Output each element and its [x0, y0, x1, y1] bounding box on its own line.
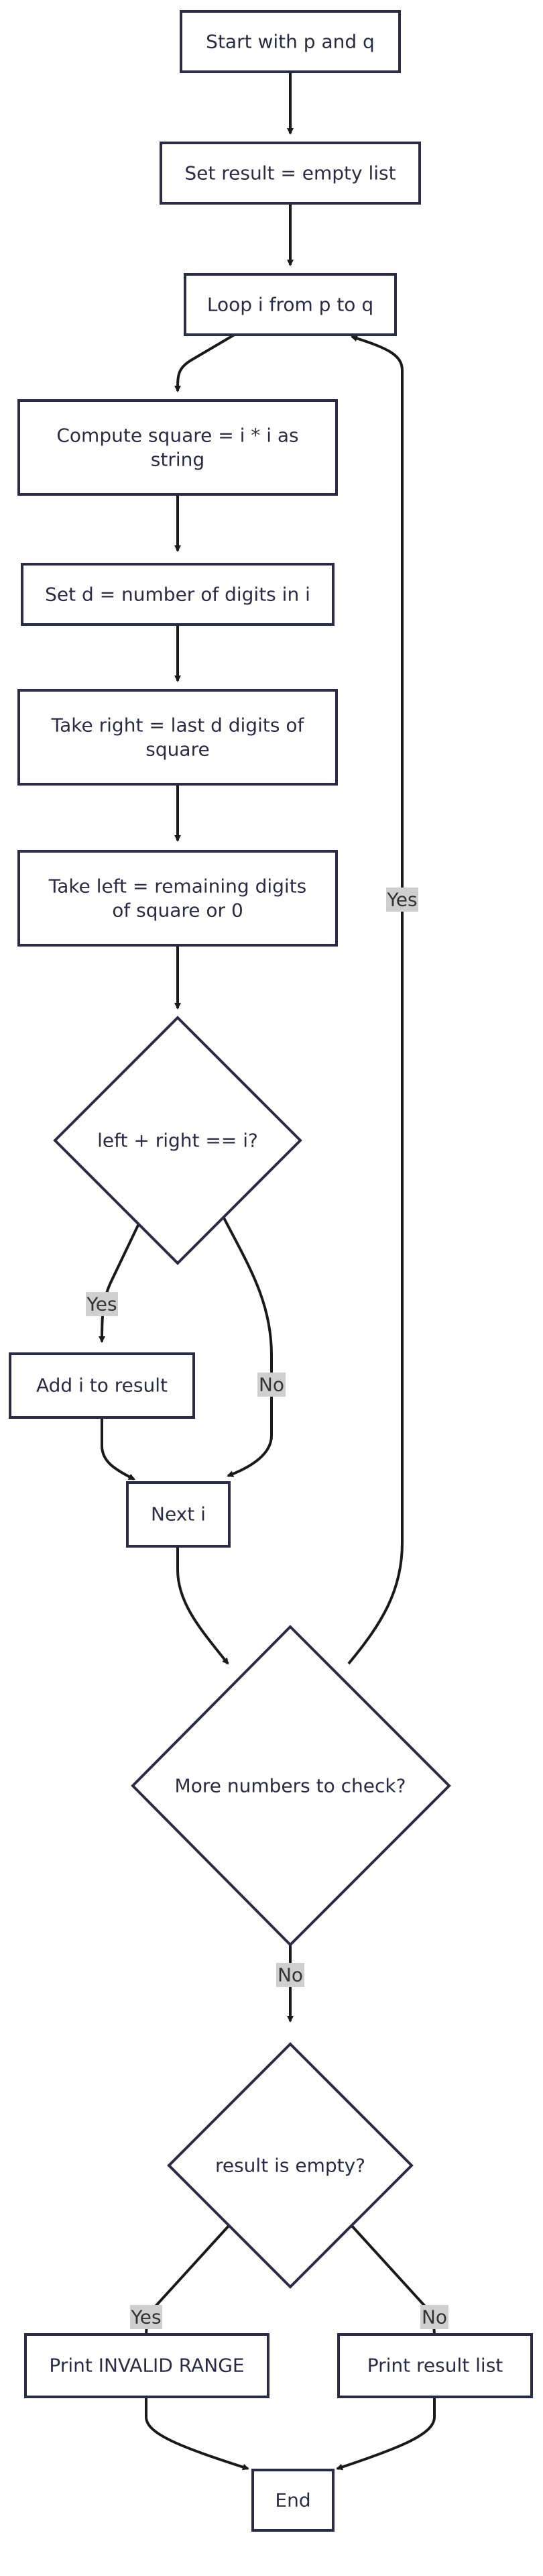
- node-text-line: Set d = number of digits in i: [45, 584, 310, 606]
- edge-label-empty-yes-text: Yes: [130, 2306, 161, 2328]
- node-text-line: Set result = empty list: [184, 162, 396, 184]
- node-text-line: of square or 0: [112, 900, 243, 922]
- node-text-line: Loop i from p to q: [207, 294, 373, 316]
- node-print-list: Print result list: [337, 2333, 533, 2398]
- node-text-line: End: [275, 2489, 310, 2512]
- edge-labels: Yes No Yes No Yes No: [86, 888, 448, 2329]
- node-text-line: result is empty?: [215, 2155, 365, 2177]
- edge-check-yes-to-add: [99, 1219, 142, 1343]
- node-end-text: End: [275, 2489, 310, 2512]
- node-text-line: Start with p and q: [206, 31, 375, 53]
- node-kaprekar-check: left + right == i?: [53, 1016, 302, 1265]
- node-empty-check-text: result is empty?: [215, 2155, 365, 2177]
- node-set-d-text: Set d = number of digits in i: [45, 584, 310, 606]
- node-text-line: square: [145, 739, 209, 761]
- node-add-result-text: Add i to result: [36, 1375, 168, 1397]
- node-next-i: Next i: [126, 1481, 231, 1548]
- node-more-check: More numbers to check?: [131, 1625, 451, 1947]
- node-set-d: Set d = number of digits in i: [21, 563, 335, 626]
- edge-label-empty-no-text: No: [422, 2306, 447, 2328]
- node-next-i-text: Next i: [151, 1503, 206, 1525]
- node-add-result: Add i to result: [9, 1352, 195, 1419]
- edge-label-empty-yes: Yes: [130, 2305, 162, 2329]
- node-kaprekar-check-text: left + right == i?: [97, 1130, 258, 1152]
- edge-list-to-end: [336, 2397, 436, 2471]
- edge-label-kaprekar-yes-text: Yes: [86, 1293, 117, 1316]
- edge-label-kaprekar-no: No: [257, 1373, 286, 1397]
- edge-invalid-to-end: [145, 2397, 249, 2471]
- edge-label-kaprekar-yes: Yes: [86, 1292, 118, 1316]
- node-start: Start with p and q: [180, 10, 401, 73]
- node-init-result: Set result = empty list: [160, 142, 421, 205]
- edge-loop-to-compute: [174, 332, 238, 392]
- node-loop-text: Loop i from p to q: [207, 294, 373, 316]
- edge-label-empty-no: No: [420, 2305, 448, 2329]
- node-print-list-text: Print result list: [367, 2355, 503, 2377]
- edge-label-more-yes-text: Yes: [386, 889, 417, 911]
- edge-more-yes-to-loop: [347, 335, 404, 1665]
- node-text-line: Print INVALID RANGE: [49, 2355, 244, 2377]
- edge-label-more-no-text: No: [278, 1964, 303, 1986]
- edge-label-more-no: No: [276, 1963, 304, 1987]
- node-text-line: Add i to result: [36, 1375, 168, 1397]
- edge-add-to-next: [101, 1417, 135, 1481]
- node-text-line: More numbers to check?: [175, 1775, 406, 1797]
- node-text-line: Print result list: [367, 2355, 503, 2377]
- node-print-invalid-text: Print INVALID RANGE: [49, 2355, 244, 2377]
- node-more-check-text: More numbers to check?: [175, 1775, 406, 1797]
- edge-check-no-to-next: [220, 1212, 273, 1477]
- node-start-text: Start with p and q: [206, 31, 375, 53]
- node-empty-check: result is empty?: [167, 2042, 414, 2289]
- edge-label-kaprekar-no-text: No: [259, 1374, 284, 1396]
- node-end: End: [251, 2469, 335, 2532]
- node-text-line: Next i: [151, 1503, 206, 1525]
- node-text-line: Take left = remaining digits: [48, 875, 307, 898]
- edge-next-to-more: [176, 1546, 229, 1665]
- node-text-line: Take right = last d digits of: [51, 714, 305, 737]
- node-print-invalid: Print INVALID RANGE: [24, 2333, 269, 2398]
- edge-label-more-yes: Yes: [386, 888, 418, 912]
- node-init-result-text: Set result = empty list: [184, 162, 396, 184]
- node-text-line: string: [151, 449, 204, 471]
- node-text-line: left + right == i?: [97, 1130, 258, 1152]
- node-text-line: Compute square = i * i as: [56, 425, 298, 447]
- node-loop: Loop i from p to q: [184, 273, 397, 336]
- nodes: Start with p and q Set result = empty li…: [9, 10, 533, 2532]
